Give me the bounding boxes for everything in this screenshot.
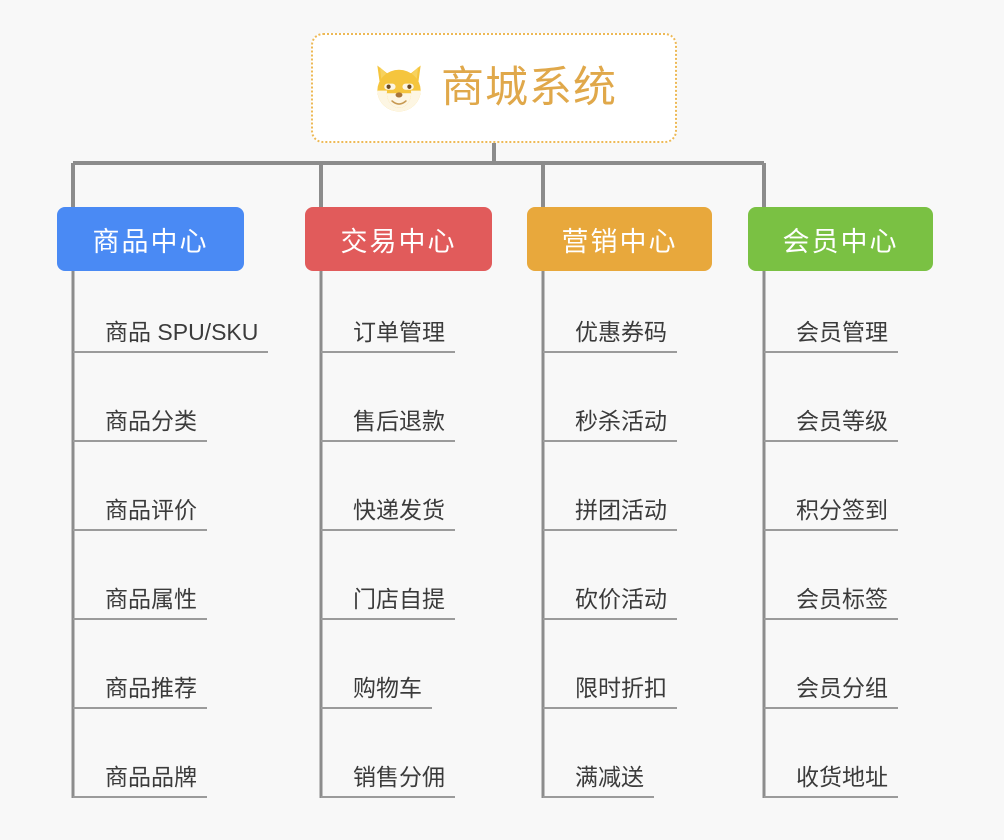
leaf-label: 会员管理 (764, 319, 898, 353)
leaf-item[interactable]: 商品评价 (73, 479, 207, 531)
category-column-member-center: 会员中心会员管理会员等级积分签到会员标签会员分组收货地址 (748, 207, 933, 798)
leaf-label: 优惠券码 (543, 319, 677, 353)
shiba-dog-face-icon (377, 65, 421, 112)
category-header-marketing-center[interactable]: 营销中心 (527, 207, 712, 271)
leaf-item[interactable]: 会员标签 (764, 568, 898, 620)
leaf-item[interactable]: 商品 SPU/SKU (73, 301, 269, 353)
category-column-product-center: 商品中心商品 SPU/SKU 商品分类商品评价商品属性商品推荐商品品牌 (57, 207, 269, 798)
leaf-item[interactable]: 积分签到 (764, 479, 898, 531)
category-column-marketing-center: 营销中心优惠券码秒杀活动拼团活动砍价活动限时折扣满减送 (527, 207, 712, 798)
leaf-label: 收货地址 (764, 764, 898, 798)
leaf-item[interactable]: 会员管理 (764, 301, 898, 353)
leaf-item[interactable]: 优惠券码 (543, 301, 677, 353)
leaf-label: 商品属性 (73, 586, 207, 620)
leaf-item[interactable]: 购物车 (321, 657, 432, 709)
leaf-item[interactable]: 商品属性 (73, 568, 207, 620)
leaf-label: 商品评价 (73, 497, 207, 531)
leaf-label: 购物车 (321, 675, 432, 709)
leaf-item[interactable]: 限时折扣 (543, 657, 677, 709)
category-header-member-center[interactable]: 会员中心 (748, 207, 933, 271)
leaf-item[interactable]: 砍价活动 (543, 568, 677, 620)
root-node[interactable]: 商城系统 (311, 33, 677, 143)
category-column-trade-center: 交易中心订单管理售后退款快递发货门店自提购物车销售分佣 (305, 207, 492, 798)
leaf-label: 积分签到 (764, 497, 898, 531)
category-header-trade-center[interactable]: 交易中心 (305, 207, 492, 271)
leaf-label: 快递发货 (321, 497, 455, 531)
leaf-item[interactable]: 售后退款 (321, 390, 455, 442)
leaf-label: 订单管理 (321, 319, 455, 353)
leaf-item[interactable]: 订单管理 (321, 301, 455, 353)
leaf-label: 会员分组 (764, 675, 898, 709)
leaf-item[interactable]: 商品品牌 (73, 746, 207, 798)
leaf-label: 商品分类 (73, 408, 207, 442)
leaf-label: 砍价活动 (543, 586, 677, 620)
leaf-label: 门店自提 (321, 586, 455, 620)
leaf-item[interactable]: 销售分佣 (321, 746, 455, 798)
leaf-item[interactable]: 收货地址 (764, 746, 898, 798)
leaf-label: 商品 SPU/SKU (73, 319, 269, 353)
leaf-item[interactable]: 会员等级 (764, 390, 898, 442)
leaf-item[interactable]: 商品推荐 (73, 657, 207, 709)
leaf-item[interactable]: 快递发货 (321, 479, 455, 531)
leaf-label: 商品品牌 (73, 764, 207, 798)
leaf-label: 满减送 (543, 764, 654, 798)
category-header-product-center[interactable]: 商品中心 (57, 207, 244, 271)
leaf-item[interactable]: 门店自提 (321, 568, 455, 620)
leaf-item[interactable]: 满减送 (543, 746, 654, 798)
root-title: 商城系统 (441, 63, 617, 112)
leaf-label: 秒杀活动 (543, 408, 677, 442)
leaf-item[interactable]: 秒杀活动 (543, 390, 677, 442)
leaf-item[interactable]: 商品分类 (73, 390, 207, 442)
leaf-label: 售后退款 (321, 408, 455, 442)
leaf-label: 会员标签 (764, 586, 898, 620)
leaf-label: 拼团活动 (543, 497, 677, 531)
leaf-label: 商品推荐 (73, 675, 207, 709)
leaf-label: 限时折扣 (543, 675, 677, 709)
leaf-item[interactable]: 拼团活动 (543, 479, 677, 531)
leaf-item[interactable]: 会员分组 (764, 657, 898, 709)
leaf-label: 会员等级 (764, 408, 898, 442)
leaf-label: 销售分佣 (321, 764, 455, 798)
